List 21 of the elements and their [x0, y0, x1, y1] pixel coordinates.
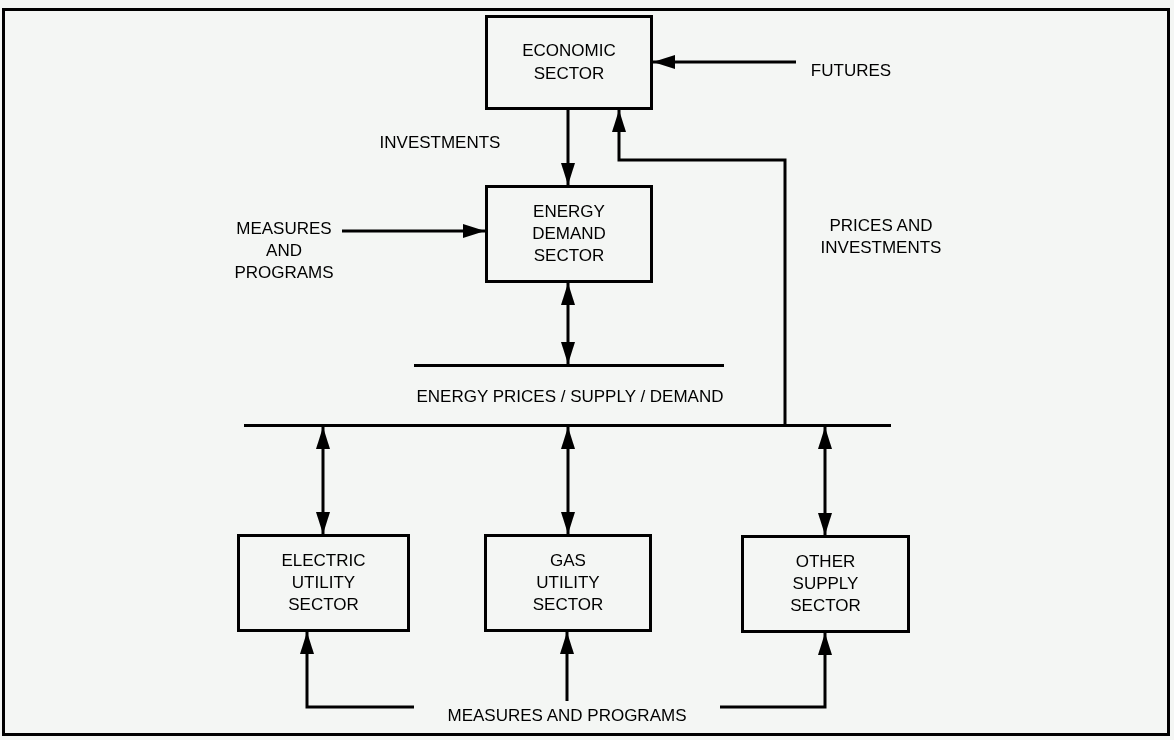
- sector-box: ELECTRIC UTILITY SECTOR: [237, 534, 410, 632]
- bus-line: [244, 424, 891, 427]
- arrow: [561, 110, 575, 185]
- arrow: [561, 283, 575, 364]
- bus-line: [414, 364, 724, 367]
- arrow: [561, 427, 575, 534]
- arrow: [720, 633, 832, 709]
- bus-label: ENERGY PRICES / SUPPLY / DEMAND: [415, 386, 725, 408]
- sector-box: ENERGY DEMAND SECTOR: [485, 185, 653, 283]
- arrow: [342, 224, 485, 238]
- arrow: [612, 110, 787, 424]
- edge-label: INVESTMENTS: [378, 132, 502, 154]
- sector-box: ECONOMIC SECTOR: [485, 15, 653, 110]
- arrow: [818, 427, 832, 535]
- arrow: [300, 632, 414, 709]
- sector-box: OTHER SUPPLY SECTOR: [741, 535, 910, 633]
- sector-box: GAS UTILITY SECTOR: [484, 534, 652, 632]
- edge-label: PRICES AND INVESTMENTS: [819, 215, 943, 260]
- arrow: [560, 632, 574, 701]
- arrow: [653, 55, 796, 69]
- arrow: [316, 427, 330, 534]
